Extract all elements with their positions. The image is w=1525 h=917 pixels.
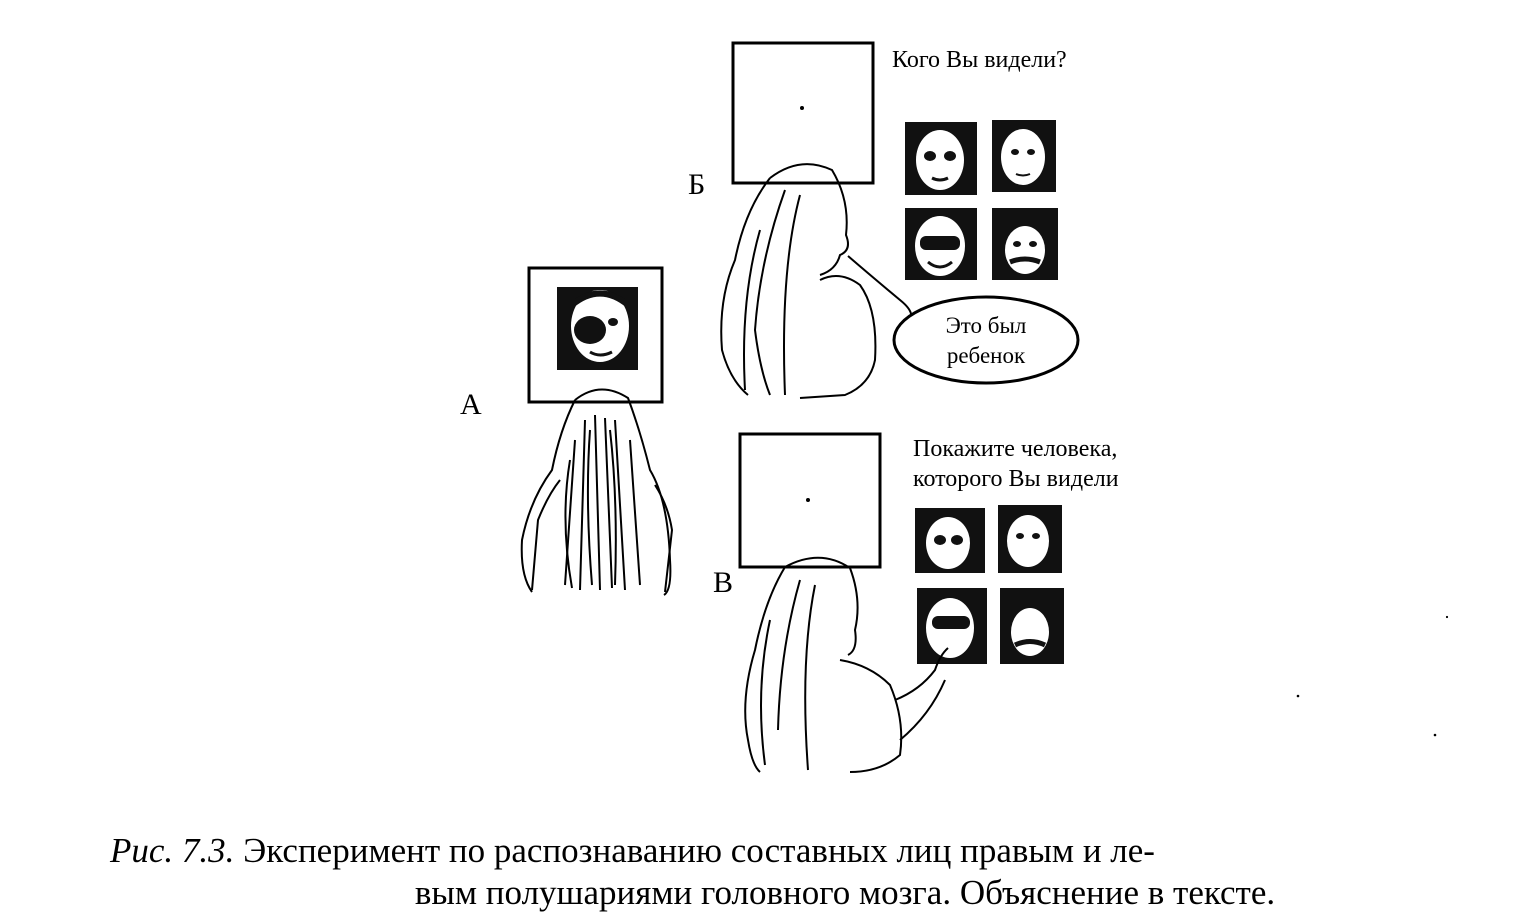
figure-caption: Рис. 7.3. Эксперимент по распознаванию с… bbox=[110, 830, 1430, 914]
panel-v-face-options bbox=[915, 505, 1064, 664]
fixation-dot-icon bbox=[806, 498, 810, 502]
panel-a-figure-icon bbox=[520, 388, 674, 596]
face-option-icon bbox=[1000, 588, 1064, 664]
panel-b-screen bbox=[731, 41, 875, 185]
answer-line-1: Это был bbox=[945, 313, 1027, 338]
caption-line-1: Эксперимент по распознаванию составных л… bbox=[243, 831, 1155, 870]
panel-v-question-line-2: которого Вы видели bbox=[913, 466, 1119, 492]
face-option-icon bbox=[905, 122, 977, 195]
speech-bubble-text: Это был ребенок bbox=[893, 311, 1079, 371]
fixation-dot-icon bbox=[800, 106, 804, 110]
panel-v-label: В bbox=[713, 566, 734, 599]
panel-v-screen bbox=[738, 432, 882, 569]
illustration-svg bbox=[520, 41, 1449, 773]
answer-line-2: ребенок bbox=[946, 343, 1026, 368]
panel-v-question-line-1: Покажите человека, bbox=[913, 436, 1118, 462]
chimeric-face-icon bbox=[557, 287, 638, 370]
panel-b-question: Кого Вы видели? bbox=[892, 47, 1067, 73]
figure-illustration: А Б В Кого Вы видели? Это был ребенок По… bbox=[460, 41, 1449, 773]
caption-line-2: вым полушариями головного мозга. Объясне… bbox=[414, 873, 1276, 912]
panel-b-face-options bbox=[905, 120, 1058, 280]
panel-a-screen bbox=[527, 266, 664, 404]
face-option-icon bbox=[905, 208, 977, 280]
face-option-icon bbox=[992, 120, 1056, 192]
face-option-icon bbox=[992, 208, 1058, 280]
face-option-icon bbox=[915, 508, 985, 573]
panel-a-label: А bbox=[460, 388, 482, 421]
face-option-icon bbox=[998, 505, 1062, 573]
panel-b-figure-icon bbox=[720, 163, 913, 399]
speech-bubble bbox=[892, 295, 1080, 385]
panel-b-label: Б bbox=[688, 168, 706, 201]
face-option-icon bbox=[917, 588, 987, 664]
panel-v-figure-icon bbox=[744, 556, 949, 773]
figure-number: Рис. 7.3. bbox=[110, 831, 235, 870]
